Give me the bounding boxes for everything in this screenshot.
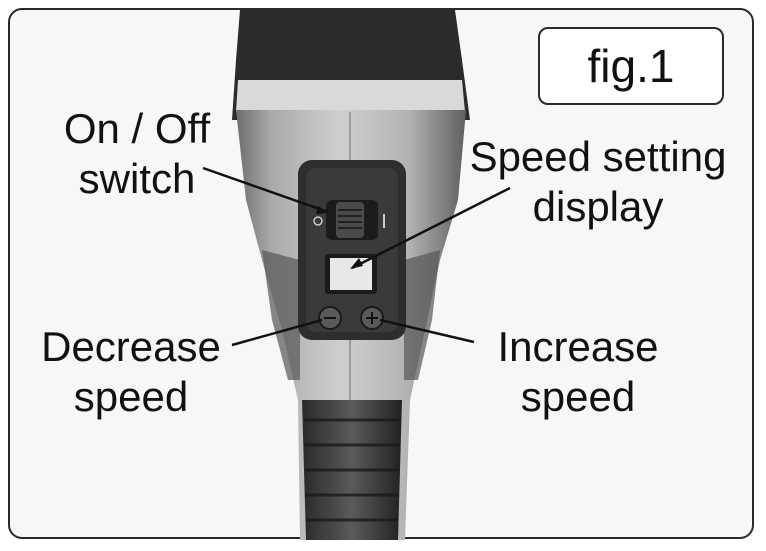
display-icon	[325, 254, 377, 294]
speed-display-line2: display	[532, 183, 664, 230]
decrease-line1: Decrease	[41, 323, 221, 370]
plus-icon	[360, 306, 384, 330]
on-off-switch-label: On / Off switch	[42, 104, 232, 204]
decrease-speed-label: Decrease speed	[26, 322, 236, 422]
callout-line-display	[351, 186, 511, 270]
figure-label: fig.1	[587, 40, 675, 92]
callout-line-decrease	[231, 318, 323, 347]
on-off-line2: switch	[78, 155, 196, 202]
decrease-line2: speed	[73, 373, 189, 420]
increase-line2: speed	[520, 373, 636, 420]
figure-label-box: fig.1	[538, 27, 724, 105]
speed-display-line1: Speed setting	[469, 133, 727, 180]
increase-speed-label: Increase speed	[474, 322, 682, 422]
tool-band	[236, 80, 465, 112]
on-off-line1: On / Off	[63, 105, 211, 152]
minus-icon	[318, 306, 342, 330]
increase-line1: Increase	[497, 323, 659, 370]
callout-line-on-off	[202, 166, 329, 214]
speed-display-label: Speed setting display	[452, 132, 744, 232]
switch-icon	[313, 200, 385, 240]
callout-line-increase	[379, 318, 475, 344]
